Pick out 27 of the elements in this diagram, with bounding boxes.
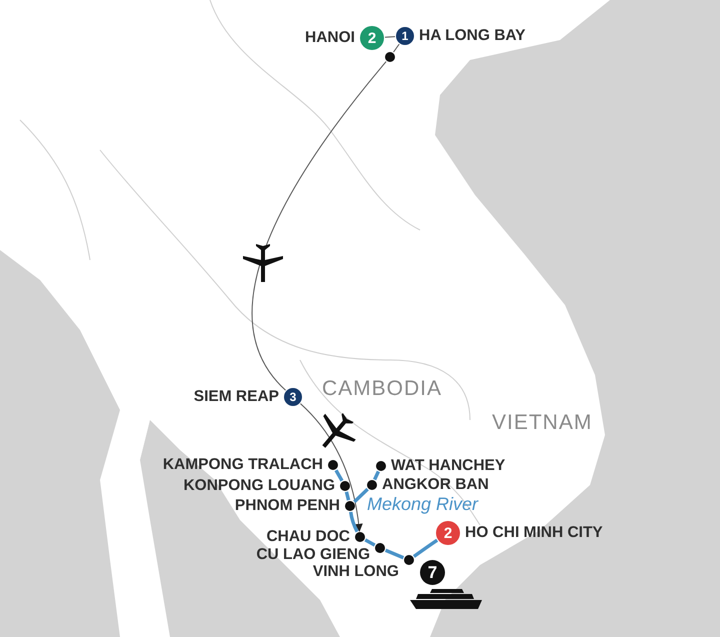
place-name: WAT HANCHEY [391,457,506,475]
place-name: KAMPONG TRALACH [162,456,323,474]
place-name: SIEM REAP [194,388,279,406]
travel-route [252,61,387,391]
river-route [412,538,438,558]
travel-route [300,403,363,532]
river-route [372,470,380,480]
river-route [334,469,344,482]
place-name: ANGKOR BAN [382,476,489,494]
river-route [384,548,404,560]
place-name: CU LAO GIENG [256,546,370,564]
country-label: VIETNAM [492,411,592,435]
place-name: HO CHI MINH CITY [465,524,603,542]
place-name: HANOI [305,29,355,47]
place-name: KONPONG LOUANG [183,477,335,495]
river-route [344,491,350,501]
place-name: VINH LONG [312,563,399,581]
travel-route [384,36,396,38]
place-name: HA LONG BAY [419,27,526,45]
country-label: CAMBODIA [322,377,442,401]
river-route [349,512,359,532]
place-name: CHAU DOC [266,528,350,546]
river-route [353,488,369,504]
travel-route [392,44,400,53]
river-label: Mekong River [367,494,478,515]
place-name: PHNOM PENH [234,497,340,515]
river-route [364,538,376,547]
